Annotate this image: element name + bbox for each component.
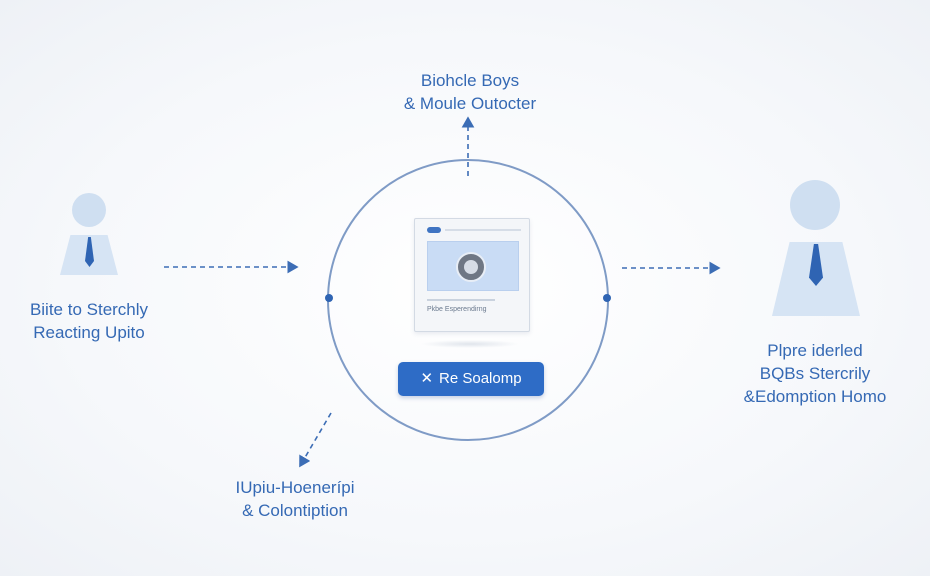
card-text-line — [427, 299, 495, 301]
left-label-line-2: Reacting Upito — [33, 323, 145, 342]
card-caption: Pkbe Esperendirng — [427, 306, 487, 313]
card-tag-icon — [427, 227, 441, 233]
person-tie — [809, 244, 823, 286]
card-header-line — [445, 229, 521, 231]
person-head — [72, 193, 106, 227]
bottom-label-line-2: & Colontiption — [242, 501, 348, 520]
avatar-icon — [456, 252, 486, 282]
avatar-glyph — [464, 260, 478, 274]
profile-card: Pkbe Esperendirng — [414, 218, 530, 332]
bottom-label-line-1: IUpiu-Hoenerípi — [235, 478, 355, 497]
circle-left-node — [325, 294, 333, 302]
right-label-line-2: BQBs Stercrily — [759, 364, 871, 383]
circle-right-node — [603, 294, 611, 302]
user-icon-right — [770, 180, 862, 316]
card-shadow — [420, 340, 520, 348]
person-head — [790, 180, 840, 230]
user-icon-left — [58, 193, 120, 283]
person-tie — [85, 237, 94, 267]
left-label: Biite to Sterchly Reacting Upito — [4, 298, 174, 344]
top-label-line-1: Biohcle Boys — [420, 71, 520, 90]
right-label-line-1: Plpre iderled — [767, 341, 863, 360]
top-label-line-2: & Moule Outocter — [403, 94, 537, 113]
action-button[interactable]: ✕ Re Soalomp — [398, 362, 544, 396]
bottom-label: IUpiu-Hoenerípi & Colontiption — [200, 476, 390, 522]
top-label: Biohcle Boys & Moule Outocter — [372, 69, 568, 115]
right-label: Plpre iderled BQBs Stercrily &Edomption … — [720, 339, 910, 408]
right-label-line-3: &Edomption Homo — [743, 387, 887, 406]
left-label-line-1: Biite to Sterchly — [29, 300, 149, 319]
close-icon: ✕ — [420, 370, 434, 387]
action-button-label: Re Soalomp — [439, 370, 522, 387]
arrow-center-to-bottom — [299, 412, 332, 468]
